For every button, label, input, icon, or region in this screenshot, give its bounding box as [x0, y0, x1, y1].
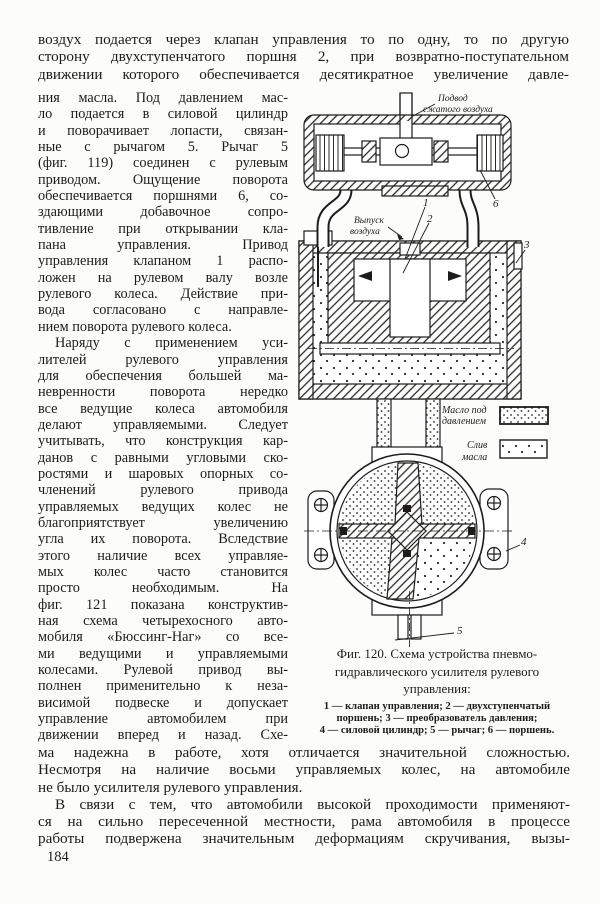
- label-oil-drain-line2: масла: [461, 452, 487, 463]
- text-line: движении которого обеспечивается десятик…: [38, 65, 569, 83]
- text-line: здающими добавочное сопро-: [38, 204, 288, 221]
- control-valve-body: [303, 92, 512, 197]
- text-line: сторону двухступенчатого поршня 2, при в…: [38, 48, 569, 66]
- caption-line-1: Фиг. 120. Схема устройства пневмо-: [336, 646, 538, 661]
- text-line: колесами. Рулевой привод вы-: [38, 662, 288, 679]
- label-air-supply-line1: Подвод: [437, 93, 468, 104]
- part-number-6: 6: [493, 198, 499, 210]
- text-line: благоприятствует увеличению: [38, 514, 288, 531]
- part-number-3: 3: [523, 239, 530, 251]
- text-line: управление автомобилем при: [38, 711, 288, 728]
- text-line: Наряду с применением уси-: [55, 335, 288, 352]
- text-line: мых колес часто становится: [38, 563, 288, 580]
- text-line: обеспечивается поршнями 6, со-: [38, 188, 288, 205]
- text-line: ложен на рулевом валу возле: [38, 269, 288, 286]
- oil-pipes: [376, 398, 441, 462]
- text-line: просто необходимым. На: [38, 580, 288, 597]
- power-cylinder: [304, 446, 512, 647]
- text-line: невренности поворота нередко: [38, 384, 288, 401]
- label-oil-pressure-line1: Масло под: [441, 405, 487, 416]
- pressure-converter-body: [298, 230, 523, 400]
- part-number-1: 1: [423, 197, 429, 209]
- text-line: фиг. 121 показана конструктив-: [38, 596, 288, 613]
- text-line: управляемых ведущих колес не: [38, 498, 288, 515]
- text-line: нием поворота рулевого колеса.: [38, 318, 232, 335]
- steering-booster-schematic: Подвод сжатого воздуха Выпуск воздуха Ма…: [298, 92, 549, 647]
- part-number-4: 4: [521, 536, 527, 548]
- figure-120-drawing: Подвод сжатого воздуха Выпуск воздуха Ма…: [292, 91, 580, 651]
- text-line: висимой подвеске и допускает: [38, 694, 288, 711]
- part-number-5: 5: [457, 625, 463, 637]
- text-line: этого наличие всех управляе-: [38, 547, 288, 564]
- part-number-2: 2: [427, 213, 433, 225]
- text-line: Несмотря на наличие восьми управляемых к…: [38, 761, 570, 779]
- paragraph-bottom: ма надежна в работе, хотя отличается зна…: [38, 744, 570, 848]
- text-line: вода согласовано с направле-: [38, 302, 288, 319]
- flange-bolt-icon: [313, 495, 502, 563]
- caption-parts-line-1: 1 — клапан управления; 2 — двухступенчат…: [323, 700, 551, 712]
- caption-line-3: управления:: [403, 681, 471, 696]
- text-line: данов с равными угловыми ско-: [38, 449, 288, 466]
- text-line: тивление при открывании кла-: [38, 220, 288, 237]
- caption-parts-list: 1 — клапан управления; 2 — двухступенчат…: [297, 701, 577, 737]
- text-line: ные с рычагом 5. Рычаг 5: [38, 139, 288, 156]
- text-line: ная схема четырехосного авто-: [38, 613, 288, 629]
- text-line: движении вперед и назад. Схе-: [38, 727, 288, 744]
- text-line: ся на сильно пересеченной местности, рам…: [38, 813, 570, 831]
- text-line: ло подается в силовой цилиндр: [38, 106, 288, 123]
- label-oil-pressure-line2: давлением: [442, 416, 487, 427]
- text-line: учитывать, что конструкция кар-: [38, 433, 288, 450]
- text-line: все ведущие колеса автомобиля: [38, 400, 288, 417]
- text-line: ми ведущими и управляемыми: [38, 645, 288, 662]
- text-line: ния масла. Под давлением мас-: [38, 90, 288, 106]
- left-column-text: ния масла. Под давлением мас-ло подается…: [38, 90, 288, 744]
- label-air-exhaust-line1: Выпуск: [354, 216, 384, 226]
- text-line: не было усилителя рулевого управления.: [38, 778, 303, 796]
- text-line: делают управляемыми. Следует: [38, 416, 288, 433]
- text-line: работы подвержена значительным деформаци…: [38, 830, 570, 848]
- air-transfer-pipes: [316, 188, 480, 247]
- text-line: и поворачивает лопасти, связан-: [38, 122, 288, 139]
- label-oil-drain-line1: Слив: [467, 440, 488, 451]
- text-line: полнен применительно к неза-: [38, 678, 288, 695]
- text-line: угла их поворота. Вследствие: [38, 531, 288, 548]
- text-line: В связи с тем, что автомобили высокой пр…: [55, 795, 570, 813]
- label-air-exhaust-line2: воздуха: [350, 226, 380, 237]
- text-line: ма надежна в работе, хотя отличается зна…: [38, 744, 570, 761]
- caption-parts-line-2: поршень; 3 — преобразователь давления;: [336, 712, 538, 724]
- figure-caption: Фиг. 120. Схема устройства пневмо- гидра…: [297, 645, 577, 737]
- text-line: управления клапаном 1 распо-: [38, 253, 288, 270]
- paragraph-top: воздух подается через клапан управления …: [38, 31, 569, 83]
- caption-parts-line-3: 4 — силовой цилиндр; 5 — рычаг; 6 — порш…: [319, 724, 555, 736]
- text-line: мобиля «Бюссинг-Наг» со все-: [38, 629, 288, 646]
- leader-lines: [387, 103, 526, 641]
- text-line: пана управления. Привод: [38, 237, 288, 254]
- text-line: ростями и шаровых опорных со-: [38, 465, 288, 482]
- caption-line-2: гидравлического усилителя рулевого: [334, 663, 540, 679]
- text-line: приводом. Ощущение поворота: [38, 171, 288, 188]
- page-number: 184: [47, 849, 69, 865]
- text-line: рулевого колеса. Действие при-: [38, 286, 288, 303]
- text-line: лителей рулевого управления: [38, 351, 288, 368]
- text-line: для обеспечения большей ма-: [38, 367, 288, 384]
- label-air-supply-line2: сжатого воздуха: [423, 104, 493, 115]
- figure-legend: [499, 406, 549, 459]
- text-line: (фиг. 119) соединен с рулевым: [38, 155, 288, 172]
- text-line: членений рулевого привода: [38, 482, 288, 499]
- text-line: воздух подается через клапан управления …: [38, 31, 569, 48]
